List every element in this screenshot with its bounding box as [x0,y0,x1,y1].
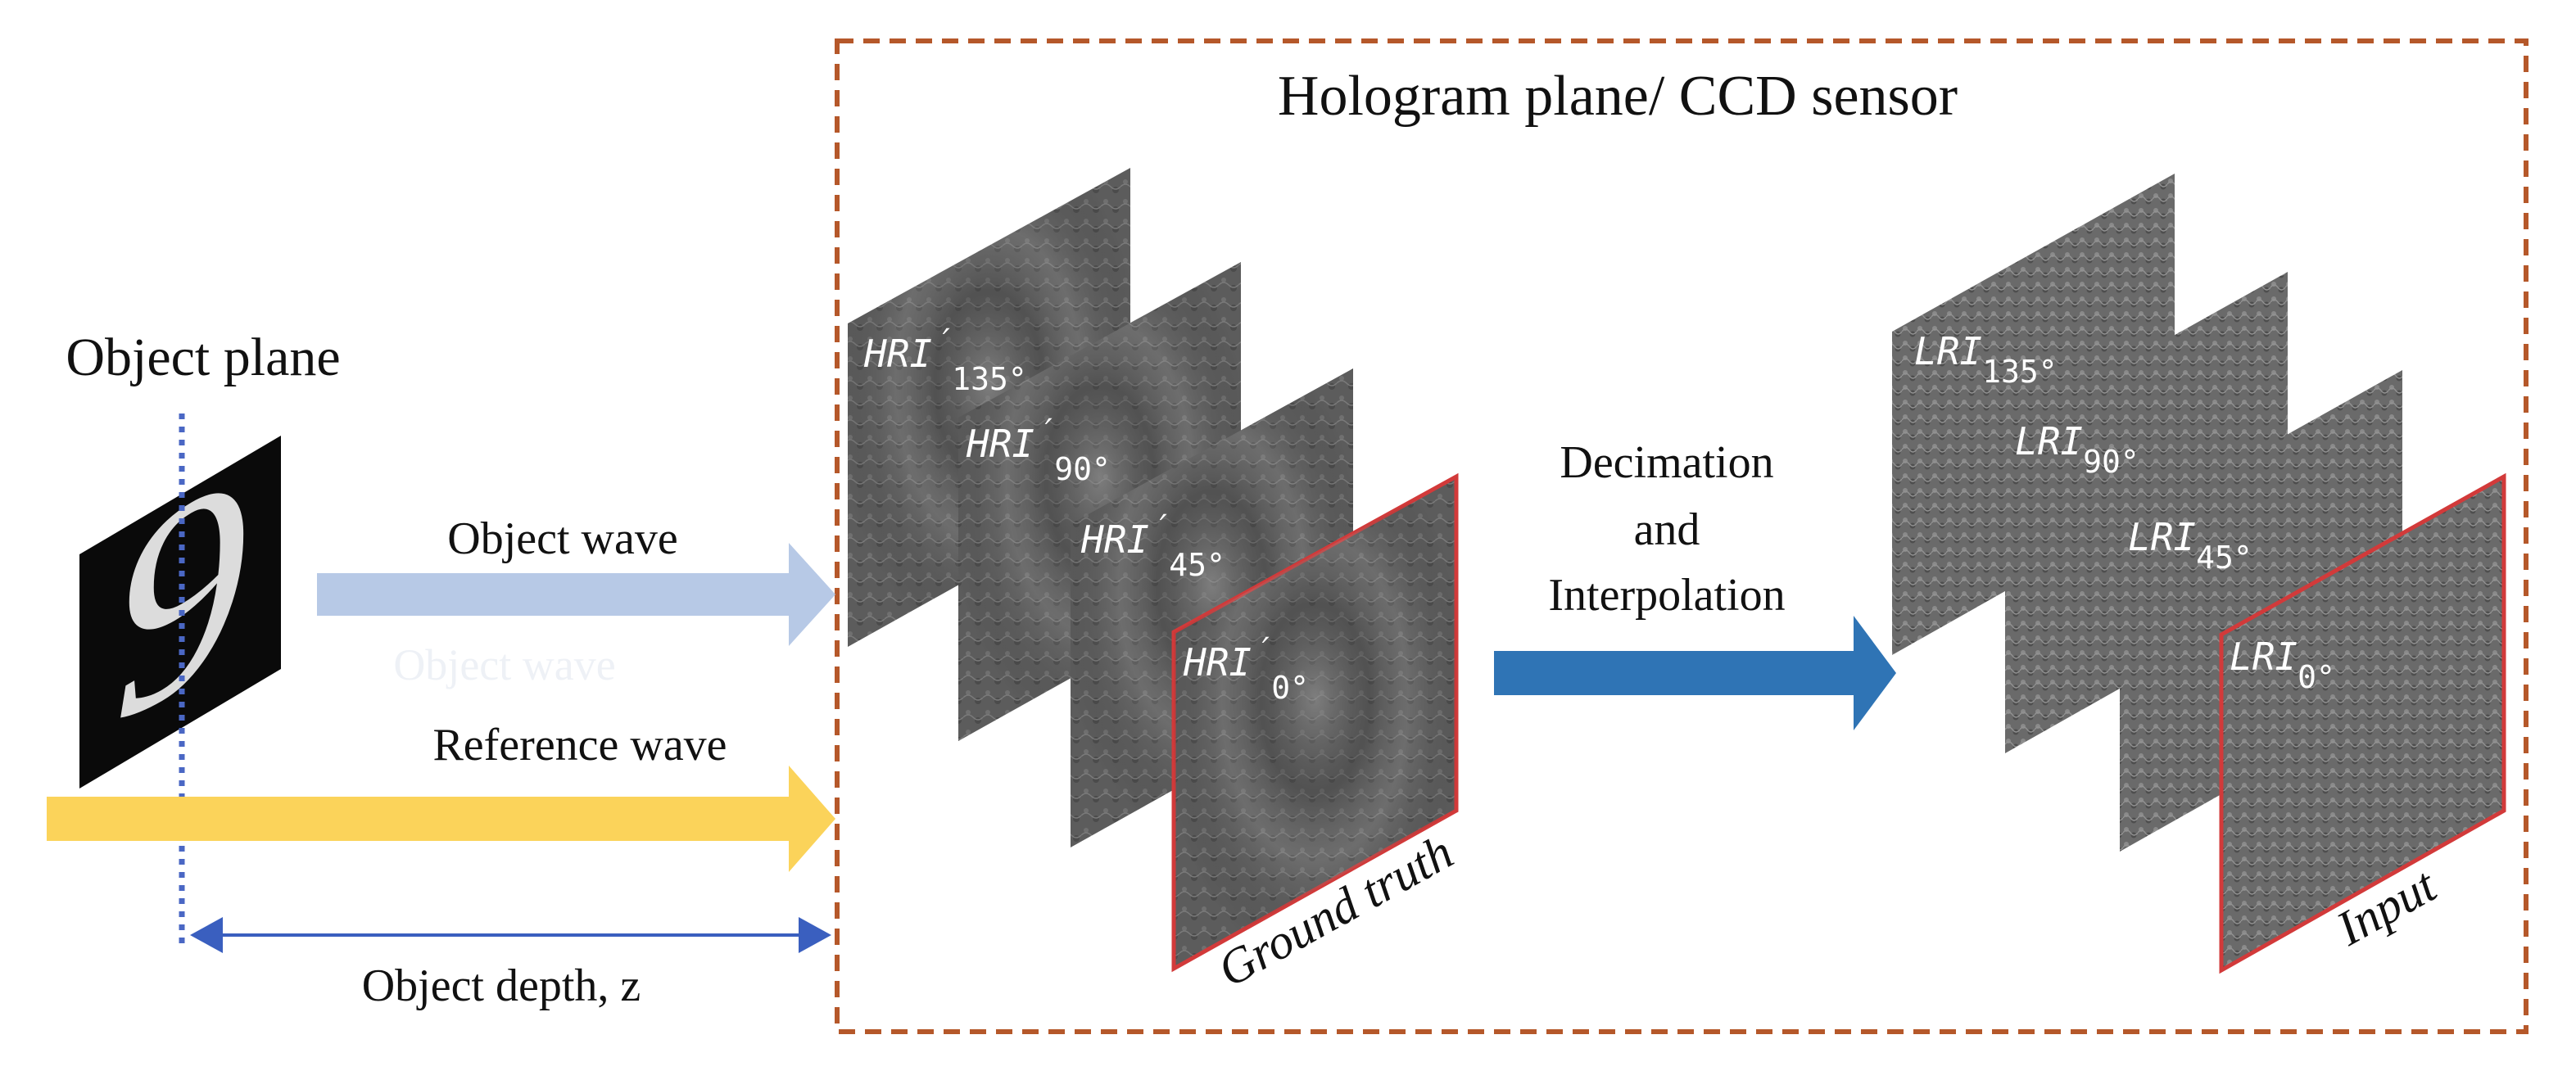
hri-label-135: HRI′135° [863,323,1027,397]
object-depth-arrowhead-right [799,917,831,953]
decimation-label-2: and [1634,504,1700,555]
reference-wave-label: Reference wave [432,720,727,770]
hri-label-45-sub: 45° [1169,547,1225,583]
hri-label-45: HRI′45° [1080,508,1225,583]
svg-text:LRI45°: LRI45° [2128,515,2252,576]
svg-text:LRI90°: LRI90° [2015,419,2139,480]
hri-label-90: HRI′90° [966,413,1111,487]
lri-label-45: LRI45° [2128,515,2252,576]
lri-panel-0 [2219,472,2506,974]
lri-label-0: LRI0° [2230,635,2335,695]
decimation-label-3: Interpolation [1548,570,1785,621]
svg-text:HRI′90°: HRI′90° [966,413,1111,487]
lri-label-90-sub: 90° [2083,444,2139,480]
reference-wave-arrow [47,766,835,872]
hri-label-0-base: HRI [1183,640,1252,685]
object-depth-arrowhead-left [190,917,223,953]
hri-label-0: HRI′0° [1183,631,1309,706]
hri-label-90-base: HRI [966,422,1034,466]
hri-label-45-base: HRI [1080,517,1149,562]
object-wave-arrow [317,543,835,646]
svg-text:LRI0°: LRI0° [2230,635,2335,695]
hri-panel-0 [1171,472,1459,973]
svg-text:LRI135°: LRI135° [1914,329,2058,390]
svg-text:HRI′45°: HRI′45° [1080,508,1225,583]
hri-label-135-sub: 135° [952,361,1027,397]
hri-label-0-sub: 0° [1271,670,1309,706]
svg-text:HRI′135°: HRI′135° [863,323,1027,397]
decimation-label-1: Decimation [1560,437,1773,488]
hri-label-135-base: HRI [863,332,932,376]
lri-label-90-base: LRI [2015,419,2083,463]
object-plane-title: Object plane [66,328,340,387]
object-wave-ghost-label: Object wave [393,640,615,689]
hri-label-0-prime: ′ [1252,631,1271,669]
hri-label-45-prime: ′ [1149,508,1169,546]
object-wave-label: Object wave [447,513,677,564]
decimation-arrow [1494,616,1896,730]
hri-label-90-sub: 90° [1054,451,1111,487]
lri-label-45-base: LRI [2128,515,2196,559]
lri-label-135-base: LRI [1914,329,1982,373]
hri-label-90-prime: ′ [1034,413,1054,450]
lri-label-0-base: LRI [2230,635,2298,679]
lri-label-45-sub: 45° [2196,540,2252,576]
lri-label-90: LRI90° [2015,419,2139,480]
lri-label-0-sub: 0° [2298,659,2335,695]
svg-text:HRI′0°: HRI′0° [1183,631,1309,706]
hri-label-135-prime: ′ [932,323,952,360]
object-depth-label: Object depth, z [362,960,641,1011]
frame-title: Hologram plane/ CCD sensor [1278,65,1958,128]
lri-label-135-sub: 135° [1982,354,2058,390]
lri-label-135: LRI135° [1914,329,2058,390]
ccd-frame [835,38,2528,1034]
